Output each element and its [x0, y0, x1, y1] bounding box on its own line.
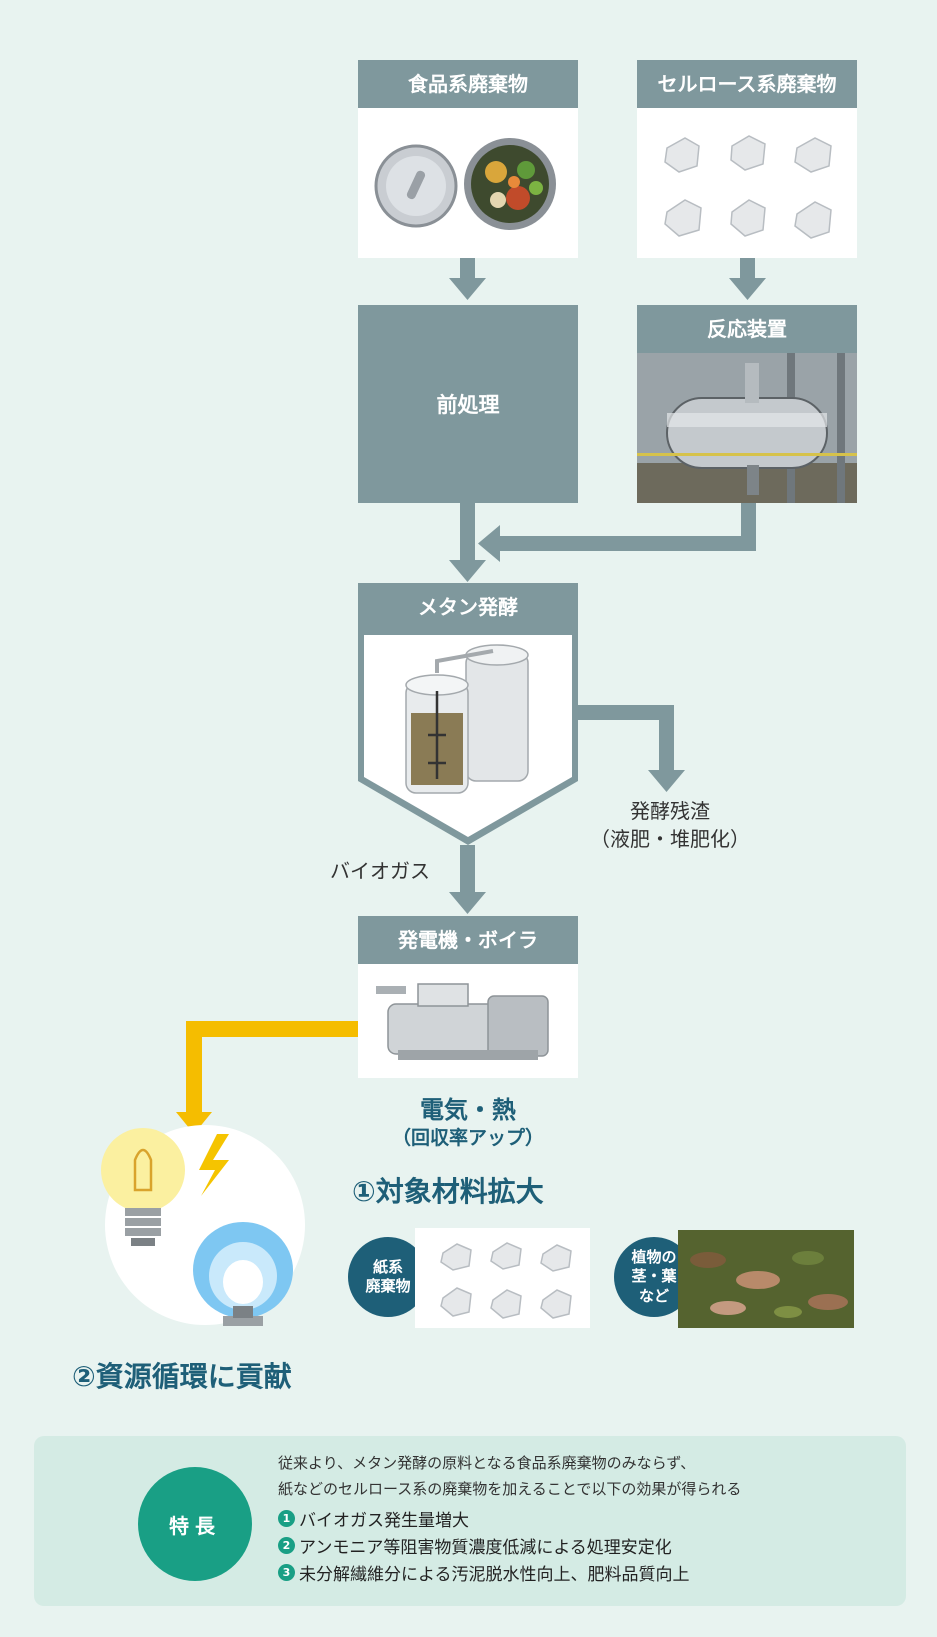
feature-text-3: 未分解繊維分による汚泥脱水性向上、肥料品質向上 — [299, 1565, 690, 1585]
feature-item-2: 2 アンモニア等阻害物質濃度低減による処理安定化 — [278, 1533, 672, 1558]
feature-number-2: 2 — [278, 1537, 295, 1554]
energy-subtitle: （回収率アップ） — [391, 1127, 544, 1149]
generator-engine-icon — [376, 983, 549, 1060]
crumpled-paper-icon — [440, 1242, 572, 1319]
arrow-generator-energy — [186, 1021, 358, 1037]
features-badge: 特長 — [138, 1467, 252, 1581]
plant-badge-line2: 茎・葉 — [631, 1267, 677, 1286]
residue-subtitle: （液肥・堆肥化） — [590, 827, 750, 851]
generator-image — [358, 964, 578, 1078]
lightning-icon — [199, 1134, 229, 1196]
feature-text-2: アンモニア等阻害物質濃度低減による処理安定化 — [299, 1538, 672, 1558]
arrow-reactor-merge — [498, 536, 756, 551]
light-bulb-icon — [101, 1128, 185, 1246]
arrow-methane-generator — [460, 845, 475, 895]
gas-flame-icon — [193, 1222, 293, 1326]
feature-number-3: 3 — [278, 1564, 295, 1581]
feature-item-1: 1 バイオガス発生量増大 — [278, 1506, 469, 1531]
expansion-title: ①対象材料拡大 — [352, 1175, 544, 1208]
plant-badge-line1: 植物の — [631, 1247, 677, 1266]
features-intro-line1: 従来より、メタン発酵の原料となる食品系廃棄物のみならず、 — [278, 1454, 696, 1472]
feature-item-3: 3 未分解繊維分による汚泥脱水性向上、肥料品質向上 — [278, 1560, 690, 1585]
plant-waste-image — [678, 1230, 854, 1328]
reactor-tank-icon — [666, 363, 828, 495]
pretreatment-label: 前処理 — [436, 393, 500, 417]
cellulose-waste-image — [637, 108, 857, 258]
leaf-litter-icon — [690, 1251, 848, 1318]
vegetable-pot-icon — [464, 138, 556, 230]
feature-text-1: バイオガス発生量増大 — [299, 1511, 469, 1531]
residue-title: 発酵残渣 — [630, 799, 710, 823]
arrow-food-pretreat — [460, 258, 475, 280]
paper-badge-line2: 廃棄物 — [365, 1277, 411, 1295]
reactor-image — [637, 353, 857, 503]
features-intro-line2: 紙などのセルロース系の廃棄物を加えることで以下の効果が得られる — [278, 1480, 742, 1498]
plant-badge-line3: など — [638, 1286, 669, 1305]
biogas-label: バイオガス — [330, 859, 430, 883]
food-waste-image — [358, 108, 578, 258]
paper-waste-image — [415, 1228, 590, 1328]
contribution-title: ②資源循環に貢献 — [72, 1360, 292, 1393]
reactor-header: 反応装置 — [637, 305, 857, 353]
cellulose-waste-header: セルロース系廃棄物 — [637, 60, 857, 108]
energy-illustration — [101, 1125, 305, 1326]
digester-tank-icon — [405, 644, 529, 794]
paper-waste-badge: 紙系 廃棄物 — [348, 1237, 428, 1317]
pretreatment-box: 前処理 — [358, 305, 578, 503]
methane-tank-image — [358, 631, 578, 845]
feature-number-1: 1 — [278, 1510, 295, 1527]
pot-lid-icon — [374, 144, 458, 228]
energy-title: 電気・熱 — [420, 1096, 516, 1124]
food-waste-header: 食品系廃棄物 — [358, 60, 578, 108]
arrow-methane-residue — [575, 705, 672, 720]
crumpled-paper-icon — [664, 135, 832, 239]
arrow-pretreat-methane — [460, 502, 475, 562]
generator-header: 発電機・ボイラ — [358, 916, 578, 964]
methane-header: メタン発酵 — [358, 583, 578, 631]
paper-badge-line1: 紙系 — [372, 1257, 403, 1276]
arrow-cellulose-reactor — [740, 258, 755, 280]
